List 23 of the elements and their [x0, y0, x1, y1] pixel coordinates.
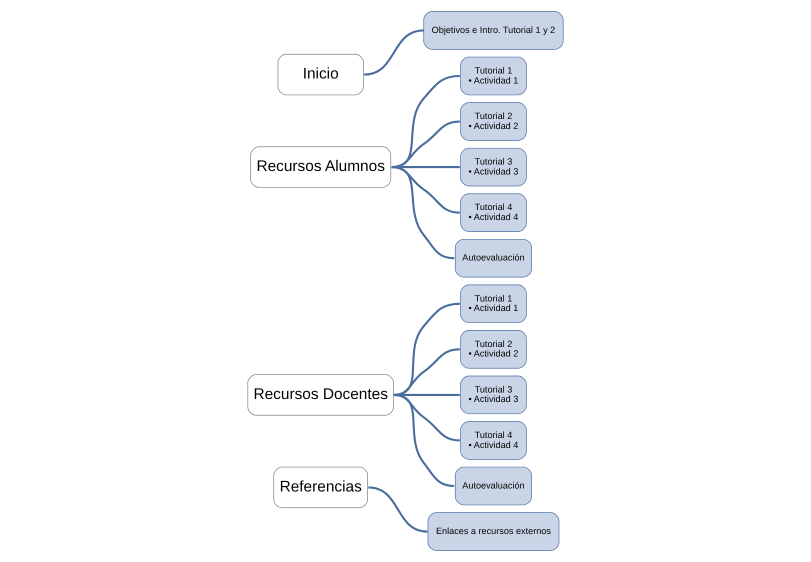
connector	[364, 29, 424, 76]
node-box: Referencias	[273, 466, 368, 508]
connector	[393, 394, 454, 488]
node-box: Tutorial 4 • Actividad 4	[460, 421, 527, 460]
node-box: Objetivos e Intro. Tutorial 1 y 2	[423, 11, 564, 50]
node-box: Tutorial 1 • Actividad 1	[460, 284, 527, 324]
node-box: Autoevaluación	[454, 238, 532, 278]
node-box: Recursos Alumnos	[250, 146, 392, 188]
connector	[391, 166, 454, 260]
node-box: Tutorial 1 • Actividad 1	[460, 56, 527, 96]
node-box: Enlaces a recursos externos	[428, 512, 560, 551]
node-box: Tutorial 2 • Actividad 2	[460, 102, 527, 141]
connector	[368, 486, 428, 533]
node-box: Tutorial 4 • Actividad 4	[460, 193, 527, 232]
node-box: Tutorial 3 • Actividad 3	[460, 376, 527, 414]
connector	[394, 348, 460, 396]
node-box: Inicio	[278, 54, 364, 96]
node-box: Tutorial 2 • Actividad 2	[460, 330, 527, 369]
connector	[391, 166, 460, 214]
connector	[393, 302, 460, 396]
node-box: Autoevaluación	[454, 466, 532, 506]
node-box: Recursos Docentes	[247, 374, 394, 416]
node-box: Tutorial 3 • Actividad 3	[460, 148, 527, 186]
